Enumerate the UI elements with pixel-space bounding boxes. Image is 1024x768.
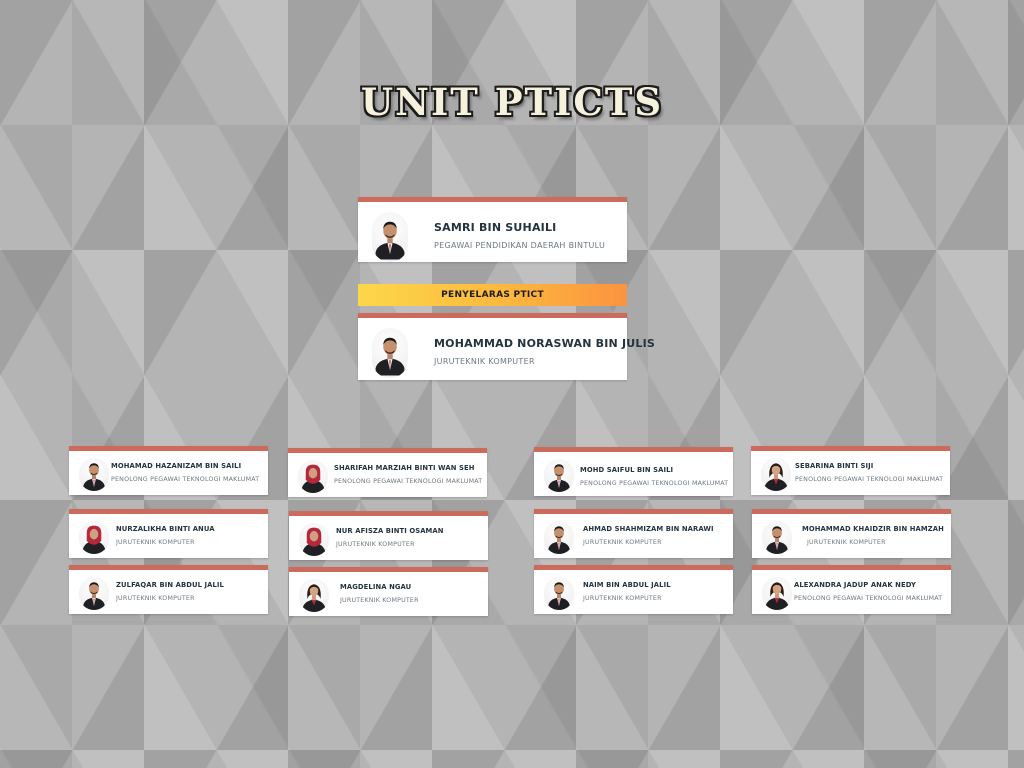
head-officer-role: PEGAWAI PENDIDIKAN DAERAH BINTULU (434, 241, 606, 250)
staff-role: JURUTEKNIK KOMPUTER (583, 595, 662, 602)
male-portrait-icon (544, 459, 574, 492)
staff-card: NUR AFISZA BINTI OSAMAN JURUTEKNIK KOMPU… (289, 511, 488, 560)
staff-card: SEBARINA BINTI SIJI PENOLONG PEGAWAI TEK… (751, 446, 950, 495)
head-officer-card: SAMRI BIN SUHAILI PEGAWAI PENDIDIKAN DAE… (358, 197, 627, 262)
male-portrait-icon (79, 577, 109, 610)
coordinator-banner: PENYELARAS PTICT (358, 284, 627, 306)
staff-card: MAGDELINA NGAU JURUTEKNIK KOMPUTER (289, 567, 488, 616)
staff-card: MOHD SAIFUL BIN SAILI PENOLONG PEGAWAI T… (534, 447, 733, 496)
head-officer-name: SAMRI BIN SUHAILI (434, 221, 557, 234)
staff-name: MAGDELINA NGAU (340, 583, 412, 591)
staff-name: ZULFAQAR BIN ABDUL JALIL (116, 581, 224, 589)
staff-name: AHMAD SHAHMIZAM BIN NARAWI (583, 525, 714, 533)
male-portrait-icon (544, 521, 574, 554)
staff-role: PENOLONG PEGAWAI TEKNOLOGI MAKLUMAT (795, 476, 944, 483)
female-hijab-portrait-icon (299, 523, 329, 556)
staff-name: MOHAMAD HAZANIZAM BIN SAILI (111, 462, 242, 470)
male-portrait-icon (372, 212, 408, 262)
male-portrait-icon (79, 458, 109, 491)
staff-card: MOHAMMAD KHAIDZIR BIN HAMZAH JURUTEKNIK … (752, 509, 951, 558)
staff-name: ALEXANDRA JADUP ANAK NEDY (794, 581, 916, 589)
staff-role: JURUTEKNIK KOMPUTER (336, 541, 415, 548)
staff-name: NAIM BIN ABDUL JALIL (583, 581, 671, 589)
staff-card: NURZALIKHA BINTI ANUA JURUTEKNIK KOMPUTE… (69, 509, 268, 558)
staff-role: JURUTEKNIK KOMPUTER (116, 595, 195, 602)
staff-role: JURUTEKNIK KOMPUTER (340, 597, 419, 604)
coordinator-role: JURUTEKNIK KOMPUTER (434, 357, 535, 366)
female-hijab-portrait-icon (298, 460, 328, 493)
female-portrait-icon (299, 579, 329, 612)
staff-name: MOHD SAIFUL BIN SAILI (580, 466, 674, 474)
female-portrait-icon (761, 458, 791, 491)
staff-role: PENOLONG PEGAWAI TEKNOLOGI MAKLUMAT (580, 480, 729, 487)
male-portrait-icon (762, 521, 792, 554)
coordinator-card: MOHAMMAD NORASWAN BIN JULIS JURUTEKNIK K… (358, 313, 655, 380)
staff-card: ZULFAQAR BIN ABDUL JALIL JURUTEKNIK KOMP… (69, 565, 268, 614)
staff-role: JURUTEKNIK KOMPUTER (583, 539, 662, 546)
staff-role: JURUTEKNIK KOMPUTER (116, 539, 195, 546)
female-portrait-icon (762, 577, 792, 610)
staff-role: PENOLONG PEGAWAI TEKNOLOGI MAKLUMAT (794, 595, 943, 602)
staff-role: JURUTEKNIK KOMPUTER (807, 539, 886, 546)
staff-card: AHMAD SHAHMIZAM BIN NARAWI JURUTEKNIK KO… (534, 509, 733, 558)
staff-role: PENOLONG PEGAWAI TEKNOLOGI MAKLUMAT (111, 476, 260, 483)
staff-role: PENOLONG PEGAWAI TEKNOLOGI MAKLUMAT (334, 478, 483, 485)
female-hijab-portrait-icon (79, 521, 109, 554)
staff-card: NAIM BIN ABDUL JALIL JURUTEKNIK KOMPUTER (534, 565, 733, 614)
staff-card: MOHAMAD HAZANIZAM BIN SAILI PENOLONG PEG… (69, 446, 268, 495)
staff-card: SHARIFAH MARZIAH BINTI WAN SEH PENOLONG … (288, 448, 487, 497)
coordinator-name: MOHAMMAD NORASWAN BIN JULIS (434, 337, 655, 350)
staff-name: NURZALIKHA BINTI ANUA (116, 525, 215, 533)
staff-name: SHARIFAH MARZIAH BINTI WAN SEH (334, 464, 475, 472)
staff-name: NUR AFISZA BINTI OSAMAN (336, 527, 444, 535)
staff-card: ALEXANDRA JADUP ANAK NEDY PENOLONG PEGAW… (752, 565, 951, 614)
page-title: UNIT PTICTS (360, 80, 664, 124)
staff-name: MOHAMMAD KHAIDZIR BIN HAMZAH (802, 525, 944, 533)
male-portrait-icon (544, 577, 574, 610)
staff-name: SEBARINA BINTI SIJI (795, 462, 874, 470)
male-portrait-icon (372, 328, 408, 378)
